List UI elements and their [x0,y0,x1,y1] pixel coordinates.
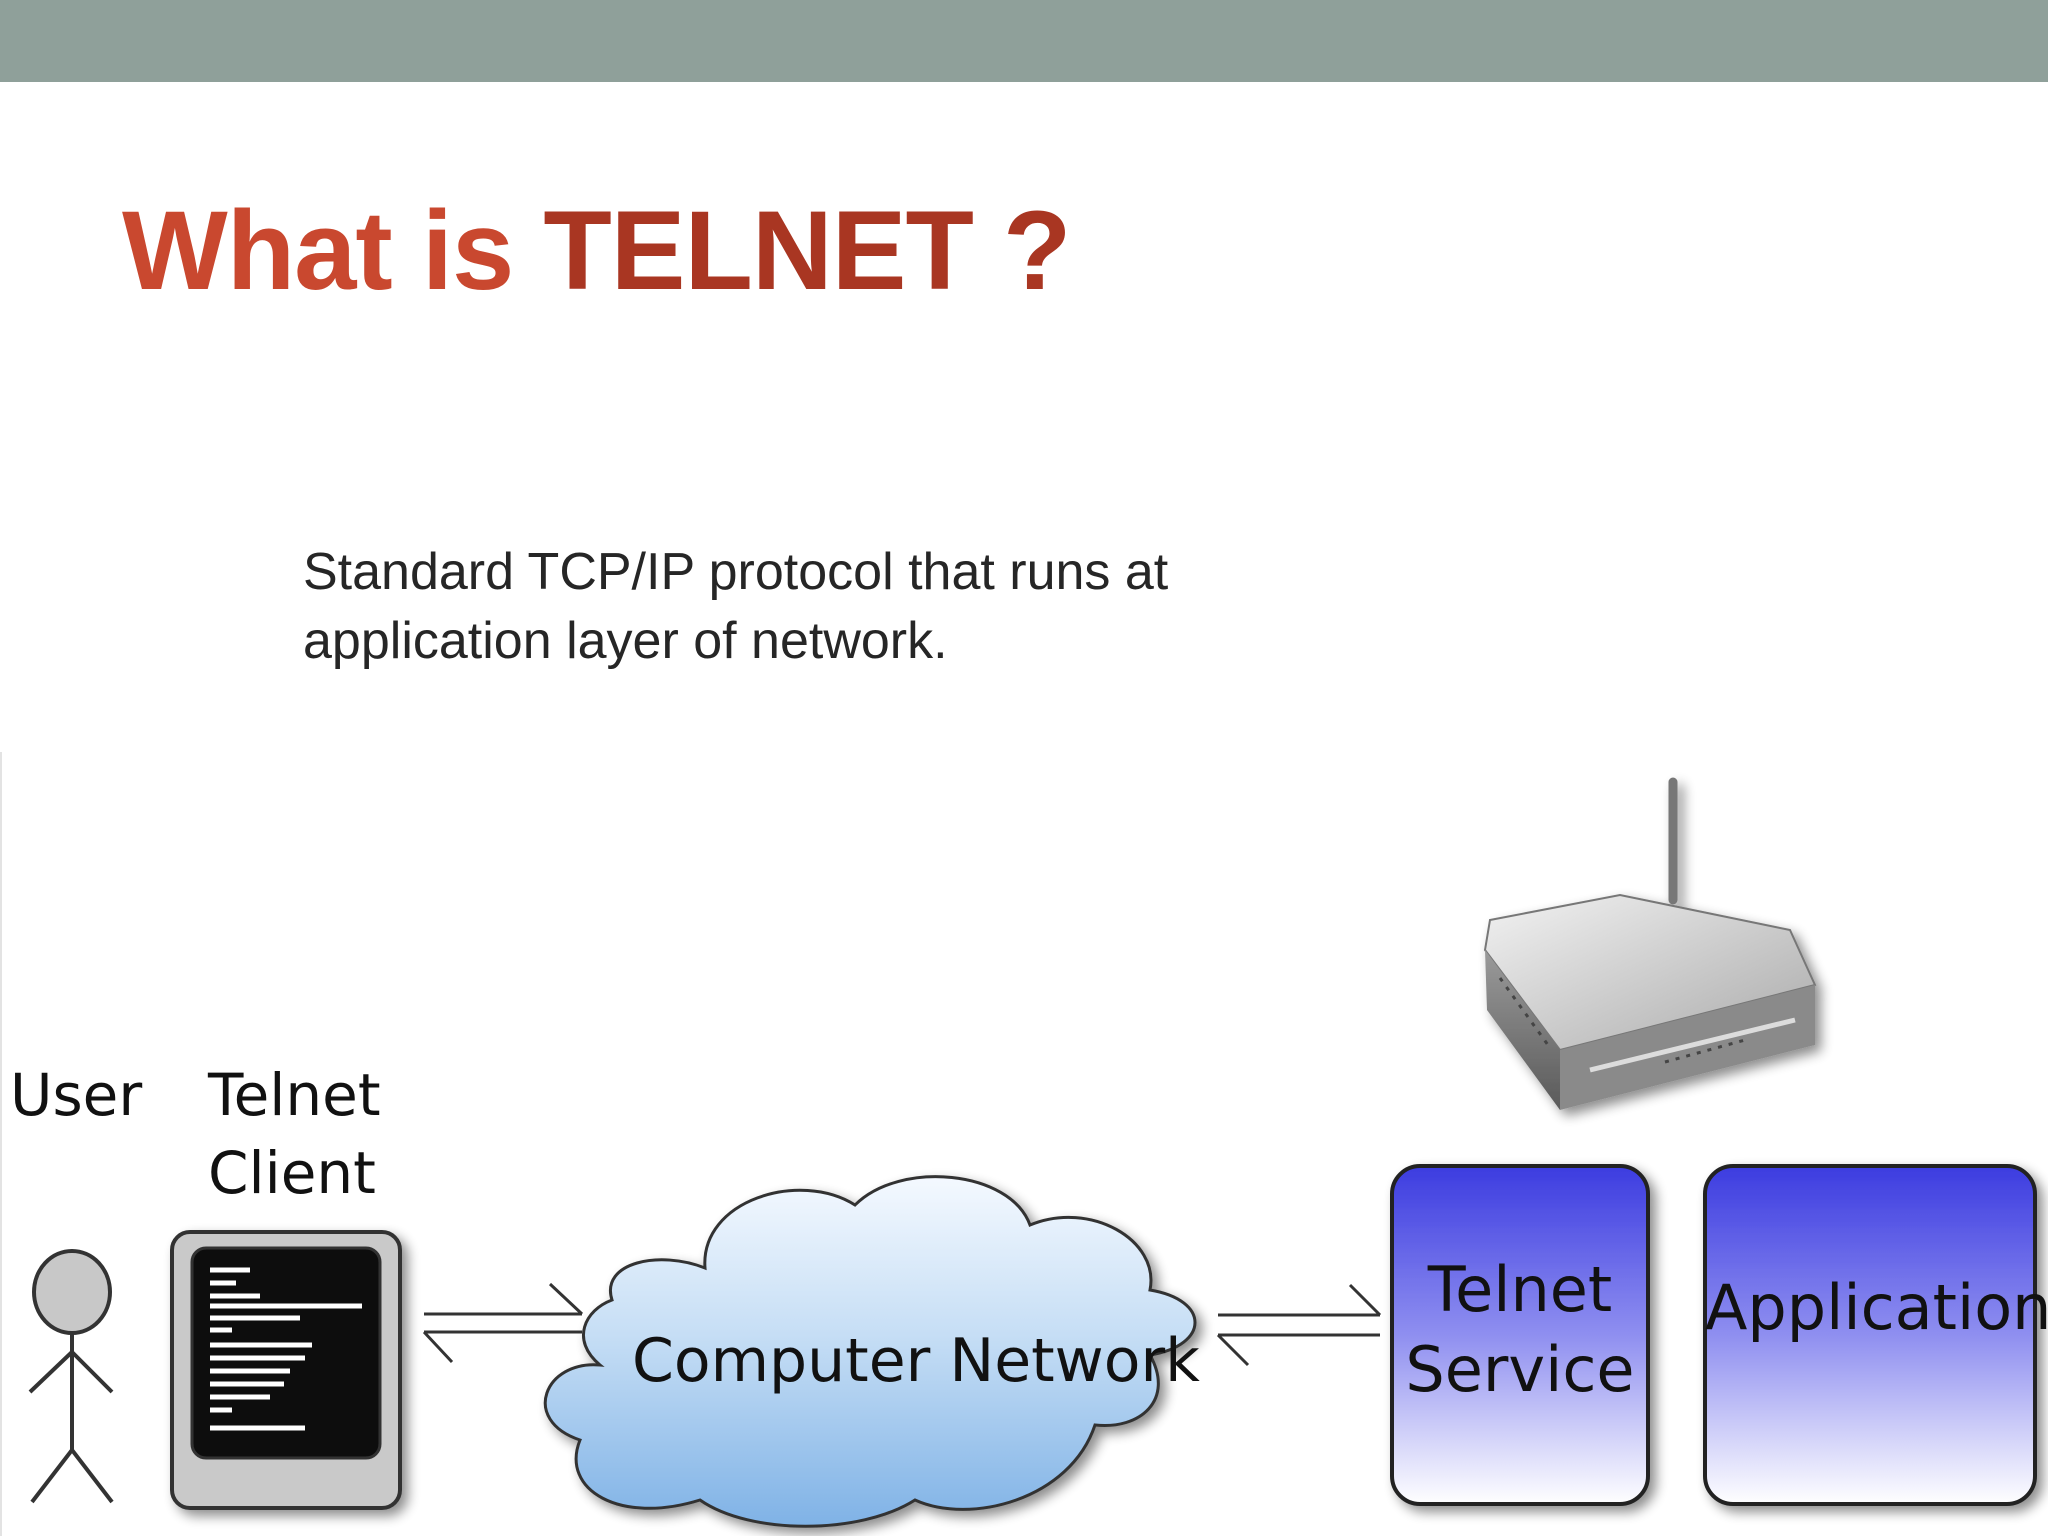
top-bar [0,0,2048,82]
telnet-client-label: Telnet Client [208,1056,381,1212]
telnet-client-label-line1: Telnet [208,1061,381,1129]
slide-title: What is TELNET ? [122,186,1071,315]
bidirectional-arrow-right [1216,1283,1382,1367]
telnet-service-label-line1: Telnet [1427,1253,1613,1326]
bidirectional-arrow-left [422,1282,584,1364]
slide-title-accent: TELNET ? [543,188,1071,313]
user-label: User [10,1061,143,1129]
slide-title-plain: What is [122,188,544,313]
diagram-frame [0,752,2048,1536]
network-cloud-icon [543,1175,1197,1528]
telnet-service-label-line2: Service [1405,1333,1635,1406]
application-label: Application [1705,1271,2048,1344]
computer-network-label: Computer Network [632,1326,1200,1396]
body-line-2: application layer of network. [303,612,948,670]
telnet-service-label: Telnet Service [1392,1250,1648,1410]
router-icon [1483,777,1817,1110]
body-line-1: Standard TCP/IP protocol that runs at [303,543,1169,601]
application-box [1703,1164,2037,1506]
user-stick-figure-icon [28,1249,114,1504]
slide-body: Standard TCP/IP protocol that runs at ap… [303,538,1303,676]
telnet-service-box [1390,1164,1650,1506]
telnet-client-label-line2: Client [208,1139,376,1207]
terminal-monitor-icon [170,1230,402,1510]
